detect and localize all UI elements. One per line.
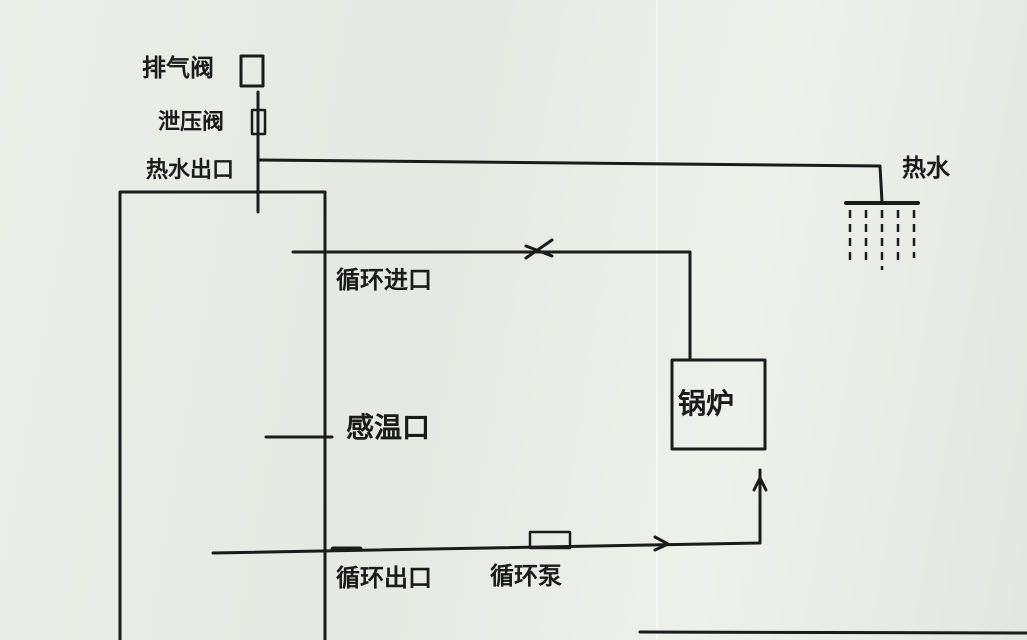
- hot-water-pipe: [258, 158, 884, 204]
- circulation-supply-pipe: [211, 468, 762, 555]
- label-circulation-inlet: 循环进口: [336, 266, 432, 294]
- label-hot-water-outlet: 热水出口: [146, 158, 235, 183]
- paper-fold: [656, 0, 658, 640]
- bottom-pipe: [638, 630, 1027, 635]
- supply-arrow: [653, 535, 670, 552]
- label-temperature-port: 感温口: [346, 411, 431, 444]
- return-arrow: [524, 244, 554, 258]
- label-exhaust-valve: 排气阀: [142, 54, 214, 82]
- return-arrow-2: [524, 238, 554, 260]
- circulation-pump: [528, 530, 572, 550]
- label-boiler: 锅炉: [678, 387, 735, 420]
- exhaust-valve: [239, 54, 265, 88]
- water-tank: [118, 190, 327, 640]
- label-circulation-outlet: 循环出口: [336, 564, 432, 592]
- circulation-return-pipe: [291, 250, 692, 362]
- shower-water: [848, 210, 916, 270]
- boiler-in-arrow: [752, 476, 768, 492]
- label-circulation-pump: 循环泵: [490, 562, 562, 590]
- relief-valve: [250, 108, 267, 136]
- boiler: [670, 358, 767, 451]
- label-relief-valve: 泄压阀: [158, 110, 225, 135]
- label-hot-water: 热水: [902, 154, 950, 182]
